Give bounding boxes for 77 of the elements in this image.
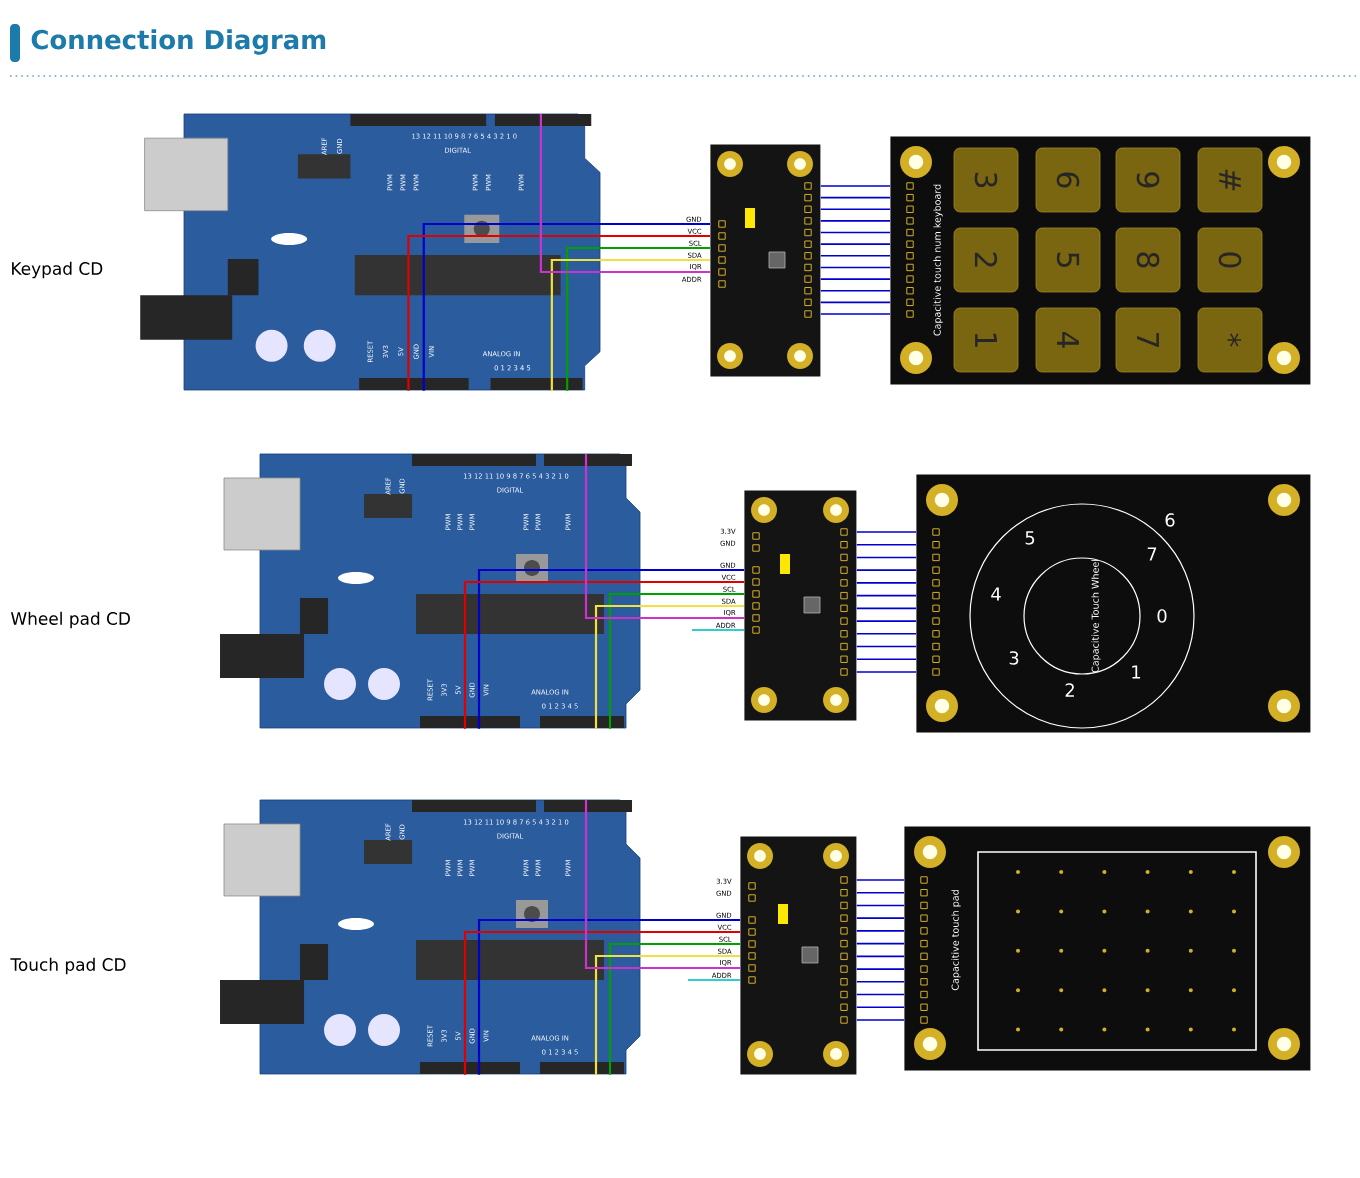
- wire: [820, 313, 891, 315]
- wire: [856, 671, 917, 673]
- wire: [856, 645, 917, 648]
- wire: [692, 628, 744, 632]
- wire: [856, 879, 905, 881]
- keypad-key: *: [1197, 307, 1263, 373]
- wire: [856, 917, 905, 919]
- breakout-board-drawing: [740, 836, 857, 1075]
- wire: [856, 620, 917, 622]
- keypad-key: 5: [1035, 227, 1101, 293]
- wire: [820, 301, 891, 304]
- wheel-number: 3: [1009, 651, 1019, 665]
- wire: [820, 231, 891, 234]
- keypad-key: 0: [1197, 227, 1263, 293]
- wire: [688, 978, 740, 982]
- title: Connection Diagram: [31, 29, 326, 55]
- breakout-board-drawing: [744, 490, 857, 721]
- circuit-board-drawing: [140, 113, 601, 391]
- wire: [820, 196, 891, 199]
- keypad-key: 6: [1035, 147, 1101, 213]
- wheel-number: 1: [1132, 665, 1141, 679]
- wire: [820, 243, 891, 245]
- row-label: Keypad CD: [12, 261, 103, 279]
- wire: [856, 543, 917, 546]
- wire: [856, 1019, 905, 1021]
- wire: [594, 604, 744, 729]
- wire: [856, 658, 917, 661]
- wire: [820, 185, 891, 187]
- keypad-key: 3: [953, 147, 1019, 213]
- wire: [856, 930, 905, 932]
- wheel-number: 5: [1025, 531, 1035, 545]
- wire: [608, 942, 740, 1075]
- circuit-board-drawing: [220, 453, 641, 729]
- wire: [820, 278, 891, 280]
- wire: [539, 114, 710, 274]
- keypad-key: #: [1197, 147, 1263, 213]
- keypad-key: 8: [1115, 227, 1181, 293]
- wire: [594, 954, 740, 1075]
- wire: [566, 246, 710, 391]
- wire: [856, 942, 905, 945]
- wire: [820, 266, 891, 269]
- wire: [820, 220, 891, 222]
- wire: [584, 800, 740, 970]
- wire: [820, 289, 891, 292]
- wheel-number: 4: [991, 587, 1001, 601]
- wire: [856, 955, 905, 958]
- wire: [856, 968, 905, 970]
- wire: [856, 594, 917, 597]
- wire: [856, 531, 917, 533]
- row-label: Wheel pad CD: [11, 611, 130, 629]
- wire: [856, 607, 917, 610]
- wire: [584, 454, 744, 620]
- circuit-board-drawing: [220, 799, 641, 1075]
- wire: [820, 255, 891, 257]
- wire: [608, 592, 744, 729]
- wheel-number: 7: [1147, 547, 1157, 561]
- wheel-number: 0: [1157, 609, 1167, 623]
- wire: [856, 904, 905, 907]
- wire: [856, 1006, 905, 1009]
- keypad-key: 2: [953, 227, 1019, 293]
- row-label: Touch pad CD: [10, 957, 126, 975]
- keypad-key: 9: [1115, 147, 1181, 213]
- wire: [856, 891, 905, 894]
- wire: [856, 633, 917, 635]
- wire: [550, 258, 710, 391]
- wire: [820, 208, 891, 211]
- wire: [856, 993, 905, 996]
- wire: [856, 981, 905, 983]
- wire: [856, 582, 917, 584]
- breakout-board-drawing: [710, 144, 821, 377]
- wire: [856, 569, 917, 571]
- keypad-key: 4: [1035, 307, 1101, 373]
- wheel-number: 6: [1165, 513, 1175, 527]
- wire: [856, 556, 917, 559]
- keypad-key: 1: [953, 307, 1019, 373]
- keypad-key: 7: [1115, 307, 1181, 373]
- wheel-number: 2: [1065, 683, 1074, 697]
